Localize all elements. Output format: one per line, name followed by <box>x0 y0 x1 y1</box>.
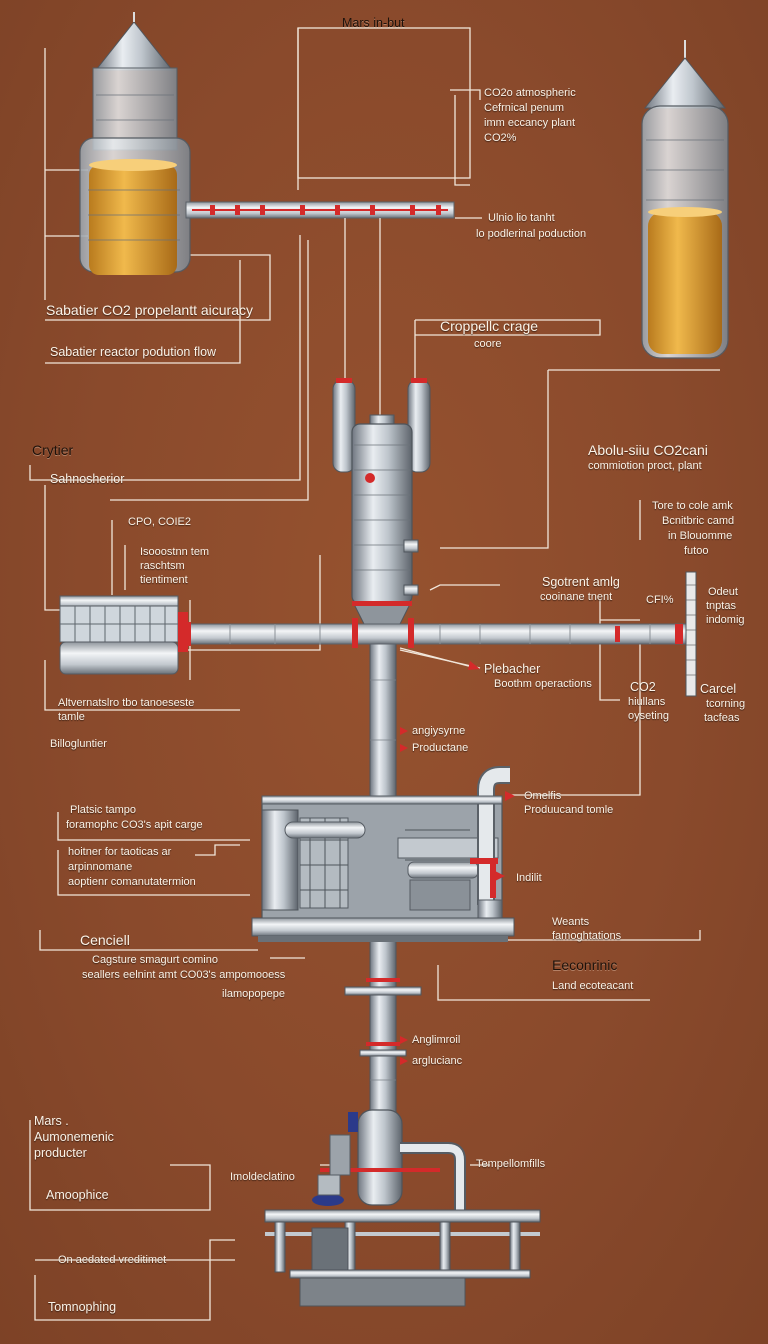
label-producane: Productane <box>412 742 469 754</box>
label-right-stack-1: Tore to cole amk <box>652 500 733 512</box>
label-pipe-note-2: lo podlerinal poduction <box>476 228 587 240</box>
label-right-side-1: Odeut <box>708 586 738 598</box>
label-amophice: Amoophice <box>46 1188 109 1202</box>
label-atmosphere: Sahnosherior <box>50 472 125 486</box>
right-storage-tank <box>641 40 729 359</box>
label-anglim: Anglimroil <box>412 1034 461 1046</box>
label-cenciell: Cenciell <box>80 932 130 948</box>
label-capture-2: seallers eelnint amt CO03's ampomooess <box>82 969 286 981</box>
label-capture-3: ilamopopepe <box>222 988 285 1000</box>
label-heat-1: Isooostnn tem <box>140 546 210 558</box>
left-storage-tank <box>79 12 191 275</box>
label-sabatier-flow: Sabatier reactor podution flow <box>50 345 217 359</box>
label-boottom: Boothm operactions <box>494 678 592 690</box>
label-hydroge-3: aoptienr comanutatermion <box>68 876 196 888</box>
label-insitu-2: commiotion proct, plant <box>588 460 702 472</box>
label-sabatier-accuracy: Sabatier CO2 propelantt aicuracy <box>46 302 253 318</box>
label-on-sedated: On aedated vreditimet <box>58 1254 167 1266</box>
label-pipe-note-1: Ulnio lio tanht <box>488 212 555 224</box>
label-hydroge-2: arpinnomane <box>68 861 133 873</box>
label-mars-auto-2: Aumonemenic <box>34 1130 114 1144</box>
label-co2-note-1: CO2o atmospheric <box>484 87 576 99</box>
label-limolidatino: Imoldeclatino <box>230 1171 295 1183</box>
label-top-title: Mars in-but <box>342 16 405 30</box>
label-croppelic-sub: coore <box>474 338 502 350</box>
main-transfer-pipe <box>177 571 697 697</box>
label-argluciane: arglucianc <box>412 1055 463 1067</box>
sabatier-reactor-column <box>332 378 431 1172</box>
label-co2-sub: CO2 <box>630 680 656 694</box>
label-altrnate-2: tamle <box>58 711 85 723</box>
label-co2-note-2: Cefrnical penum <box>484 102 565 114</box>
label-omelfis-2: Produucand tomle <box>524 804 614 816</box>
pointer-arrows <box>400 727 515 1065</box>
label-sgotrent-1: Sgotrent amlg <box>542 575 620 589</box>
label-hydroge-1: hoitner for taoticas ar <box>68 846 172 858</box>
label-econ: Eeconrinic <box>552 957 618 973</box>
label-indlit: Indilit <box>516 872 542 884</box>
label-co2-box: CPO, COIE2 <box>128 516 191 528</box>
label-mars-auto-3: producter <box>34 1146 87 1160</box>
label-cf-pct: CFI% <box>646 594 674 606</box>
label-mars-auto-1: Mars . <box>34 1114 69 1128</box>
top-feed-pipe <box>185 201 455 420</box>
label-carsel-1: Carcel <box>700 682 737 696</box>
bottom-production-unit <box>264 1109 541 1307</box>
label-right-side-3: indomig <box>706 614 745 626</box>
label-plebacher: Plebacher <box>484 662 541 676</box>
label-anglysyne: angiysyrne <box>412 725 466 737</box>
label-heat-2: raschtsm <box>140 560 185 572</box>
label-right-stack-4: futoo <box>684 545 709 557</box>
label-plastic-2: foramophc CO3's apit carge <box>66 819 203 831</box>
processing-unit <box>251 766 515 942</box>
label-right-stack-2: Bcnitbric camd <box>662 515 735 527</box>
label-tomnophing: Tomnophing <box>48 1300 117 1314</box>
label-waste-1: Weants <box>552 916 590 928</box>
label-carsel-2: tcorning <box>706 698 746 710</box>
label-land: Land ecoteacant <box>552 980 634 992</box>
label-right-side-2: tnptas <box>706 600 736 612</box>
label-crystier: Crytier <box>32 442 74 458</box>
label-right-stack-3: in Blouomme <box>668 530 733 542</box>
label-billagluntier: Billogluntier <box>50 738 107 750</box>
label-carsel-3: tacfeas <box>704 712 740 724</box>
label-co2-note-4: CO2% <box>484 132 517 144</box>
label-insitu-1: Abolu-siiu CO2cani <box>588 442 708 458</box>
label-waste-2: famoghtations <box>552 930 622 942</box>
label-tempeiromfilis: Tempellomfills <box>476 1158 546 1170</box>
label-sgotrent-2: cooinane tnent <box>540 591 613 603</box>
label-heat-3: tientiment <box>140 574 188 586</box>
left-heat-exchanger <box>59 595 188 675</box>
label-capture-1: Cagsture smagurt comino <box>92 954 218 966</box>
label-co2-note-3: imm eccancy plant <box>484 117 576 129</box>
label-co2-sub-1: hiullans <box>628 696 666 708</box>
label-croppelic: Croppellc crage <box>440 318 539 334</box>
label-altrnate-1: Altvernatslro tbo tanoeseste <box>58 697 195 709</box>
label-co2-sub-2: oyseting <box>628 710 669 722</box>
label-omelfis-1: Omelfis <box>524 790 562 802</box>
label-plastic-1: Platsic tampo <box>70 804 137 816</box>
